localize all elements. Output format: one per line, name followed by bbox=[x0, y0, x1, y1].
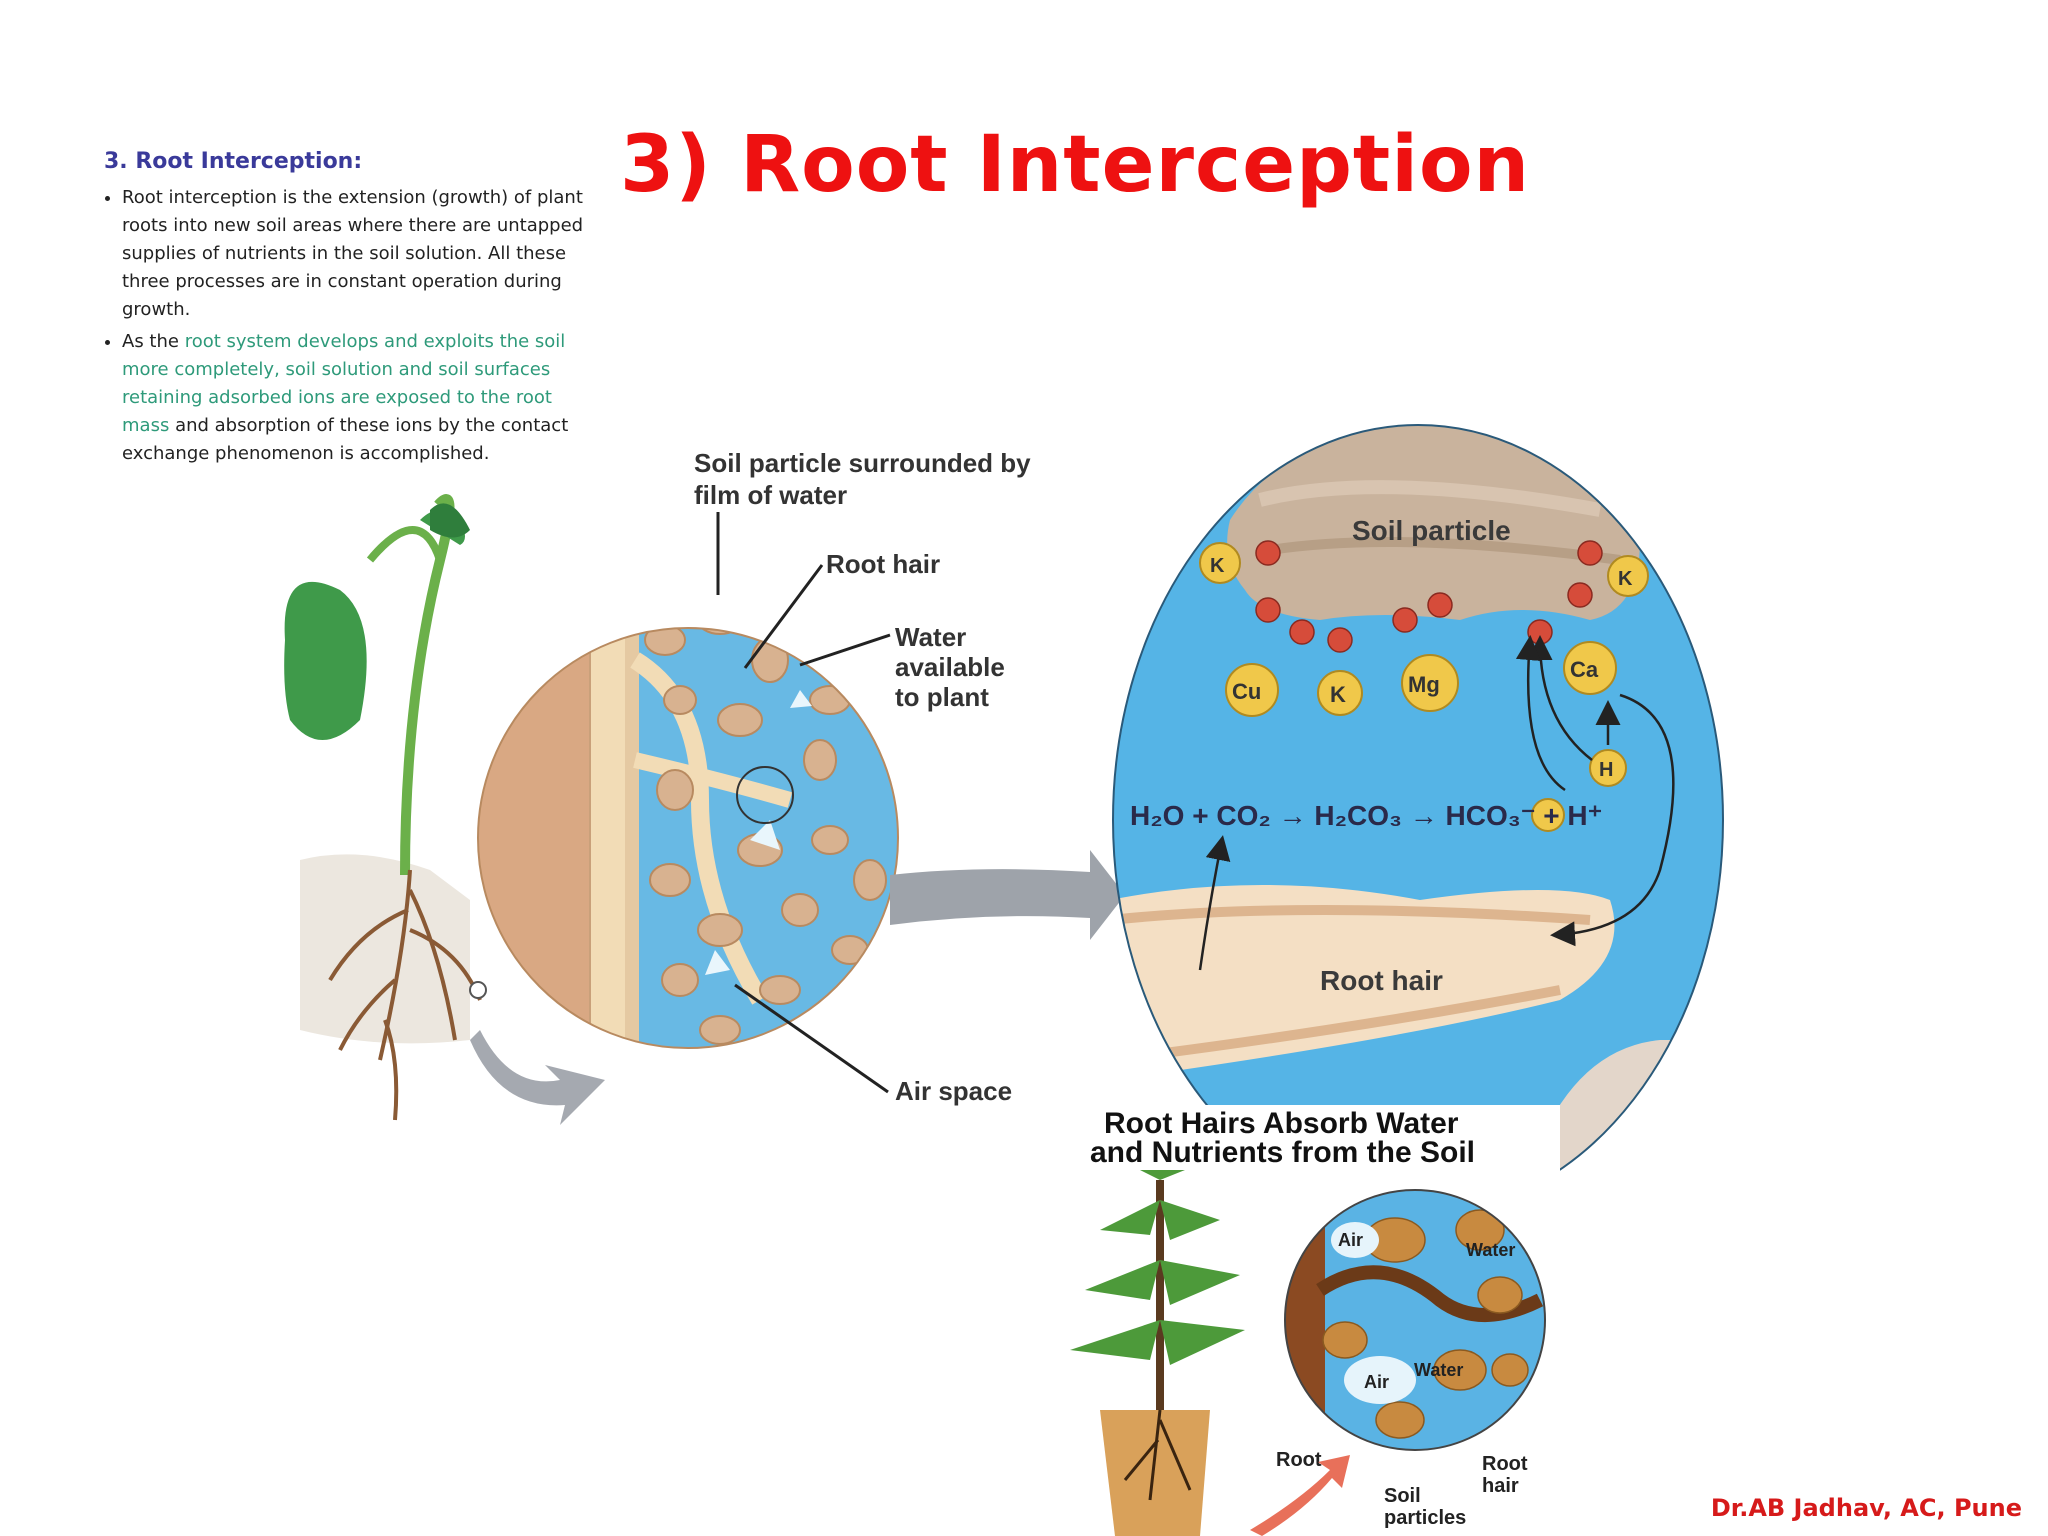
label-root-hair-right: Root hair bbox=[1320, 965, 1443, 996]
label-soil-film-1: Soil particle surrounded by bbox=[694, 448, 1031, 478]
svg-text:K: K bbox=[1210, 555, 1225, 577]
seedling-illustration bbox=[284, 494, 487, 1121]
inset-zoom-arrow bbox=[1250, 1455, 1350, 1536]
label-soil-film-2: film of water bbox=[694, 480, 847, 510]
left-magnified-circle bbox=[478, 628, 898, 1048]
proton-top: H bbox=[1589, 749, 1627, 787]
zoom-arrow-right bbox=[890, 850, 1125, 940]
label-soil-particle: Soil particle bbox=[1352, 515, 1511, 546]
inset-label-air-bottom: Air bbox=[1364, 1372, 1389, 1392]
cation-k-middle: K bbox=[1317, 670, 1363, 716]
cation-ca: Ca bbox=[1563, 641, 1617, 695]
label-water-1: Water bbox=[895, 622, 966, 652]
notes-heading: 3. Root Interception: bbox=[104, 149, 363, 174]
svg-text:Mg: Mg bbox=[1408, 672, 1440, 697]
label-air-space: Air space bbox=[895, 1076, 1012, 1106]
svg-text:Ca: Ca bbox=[1570, 657, 1599, 682]
proton-equation bbox=[1531, 798, 1565, 832]
inset-label-soil-1: Soil bbox=[1384, 1485, 1421, 1507]
label-root-hair-left: Root hair bbox=[826, 549, 940, 579]
svg-text:K: K bbox=[1330, 682, 1346, 707]
bullet-2-pre: As the bbox=[122, 331, 179, 352]
inset-plant bbox=[1070, 1170, 1245, 1536]
cation-mg: Mg bbox=[1401, 654, 1459, 712]
label-water-3: to plant bbox=[895, 682, 989, 712]
inset-label-water-top: Water bbox=[1466, 1240, 1515, 1260]
inset-label-root: Root bbox=[1276, 1449, 1322, 1471]
slide-title: 3) Root Interception bbox=[620, 120, 1531, 210]
notes-bullet-1: Root interception is the extension (grow… bbox=[122, 184, 604, 324]
svg-text:Cu: Cu bbox=[1232, 679, 1261, 704]
cation-k-right: K bbox=[1607, 555, 1649, 597]
inset-label-water-bottom: Water bbox=[1414, 1360, 1463, 1380]
bullet-2-post: and absorption of these ions by the cont… bbox=[122, 415, 569, 464]
inset-label-root-hair-1: Root bbox=[1482, 1453, 1528, 1475]
svg-text:H: H bbox=[1599, 759, 1613, 781]
negative-charges bbox=[1255, 540, 1603, 653]
author-credit: Dr.AB Jadhav, AC, Pune bbox=[1710, 1494, 2022, 1522]
bullet-2-highlight: root system develops and exploits the so… bbox=[122, 331, 566, 436]
carbonic-acid-equation: H₂O + CO₂ → H₂CO₃ → HCO₃⁻ + H⁺ bbox=[1130, 800, 1602, 831]
inset-title-1: Root Hairs Absorb Water bbox=[1104, 1107, 1459, 1140]
cation-k-left: K bbox=[1199, 542, 1241, 584]
inset-title-2: and Nutrients from the Soil bbox=[1090, 1136, 1475, 1169]
inset-label-soil-2: particles bbox=[1384, 1507, 1466, 1529]
notes-bullet-2: As the root system develops and exploits… bbox=[122, 328, 604, 468]
inset-illustration: Root Hairs Absorb Water and Nutrients fr… bbox=[1060, 1105, 1560, 1536]
svg-text:K: K bbox=[1618, 568, 1633, 590]
notes-box: 3. Root Interception: Root interception … bbox=[104, 148, 604, 472]
zoom-arrow-left bbox=[470, 1030, 605, 1125]
label-water-2: available bbox=[895, 652, 1005, 682]
notes-list: Root interception is the extension (grow… bbox=[104, 184, 604, 468]
inset-label-air-top: Air bbox=[1338, 1230, 1363, 1250]
inset-label-root-hair-2: hair bbox=[1482, 1475, 1519, 1497]
cation-cu: Cu bbox=[1225, 663, 1279, 717]
